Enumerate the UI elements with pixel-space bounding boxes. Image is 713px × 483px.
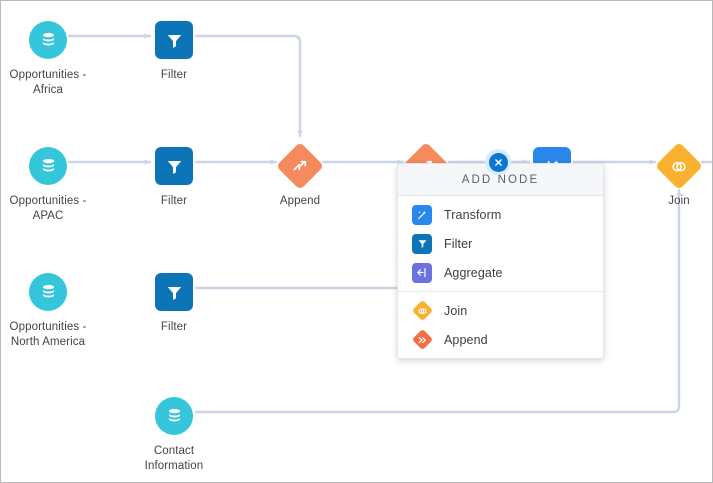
funnel-icon xyxy=(155,147,193,185)
aggregate-icon xyxy=(412,262,432,283)
database-icon xyxy=(29,273,67,311)
node-label: Join xyxy=(668,195,690,207)
menu-item-aggregate[interactable]: Aggregate xyxy=(398,258,603,287)
node-label: Opportunities - North America xyxy=(9,321,87,348)
node-src-africa[interactable]: Opportunities - Africa xyxy=(1,17,108,98)
node-shape[interactable] xyxy=(619,141,712,191)
node-src-apac[interactable]: Opportunities - APAC xyxy=(1,143,108,224)
append-icon xyxy=(275,141,325,191)
join-icon xyxy=(654,141,704,191)
node-label: Filter xyxy=(160,195,188,207)
node-shape[interactable] xyxy=(1,269,108,315)
node-src-north-america[interactable]: Opportunities - North America xyxy=(1,269,108,350)
node-shape[interactable] xyxy=(114,17,234,63)
menu-item-transform[interactable]: Transform xyxy=(398,200,603,229)
node-label: Contact Information xyxy=(144,445,204,472)
node-filter-north-america[interactable]: Filter xyxy=(114,269,234,335)
menu-item-append[interactable]: Append xyxy=(398,325,603,354)
node-label: Filter xyxy=(160,321,188,333)
wand-icon xyxy=(412,204,432,225)
funnel-icon xyxy=(155,21,193,59)
menu-item-label: Join xyxy=(444,303,468,318)
node-label: Append xyxy=(279,195,321,207)
node-label: Opportunities - APAC xyxy=(9,195,87,222)
database-icon xyxy=(29,147,67,185)
node-label: Opportunities - Africa xyxy=(9,69,87,96)
menu-item-label: Filter xyxy=(444,236,473,251)
database-icon xyxy=(29,21,67,59)
database-icon xyxy=(155,397,193,435)
menu-item-label: Append xyxy=(444,332,488,347)
node-join-1[interactable]: Join xyxy=(619,141,712,209)
menu-item-label: Transform xyxy=(444,207,502,222)
node-filter-africa[interactable]: Filter xyxy=(114,17,234,83)
add-node-menu[interactable]: ADD NODE Transform xyxy=(397,163,604,359)
node-shape[interactable] xyxy=(114,269,234,315)
node-filter-apac[interactable]: Filter xyxy=(114,143,234,209)
join-icon xyxy=(411,299,433,322)
menu-item-filter[interactable]: Filter xyxy=(398,229,603,258)
node-shape[interactable] xyxy=(1,143,108,189)
menu-item-join[interactable]: Join xyxy=(398,296,603,325)
node-shape[interactable] xyxy=(114,143,234,189)
add-node-menu-group-combines: Join Append xyxy=(398,291,603,358)
menu-item-label: Aggregate xyxy=(444,265,503,280)
node-shape[interactable] xyxy=(114,393,234,439)
close-icon[interactable] xyxy=(485,149,511,175)
node-label: Filter xyxy=(160,69,188,81)
node-append-1[interactable]: Append xyxy=(240,141,360,209)
funnel-icon xyxy=(155,273,193,311)
funnel-icon xyxy=(412,233,432,254)
node-shape[interactable] xyxy=(1,17,108,63)
add-node-menu-group-transforms: Transform Filter xyxy=(398,196,603,291)
append-icon xyxy=(411,328,433,351)
node-src-contact-information[interactable]: Contact Information xyxy=(114,393,234,474)
node-shape[interactable] xyxy=(240,141,360,191)
